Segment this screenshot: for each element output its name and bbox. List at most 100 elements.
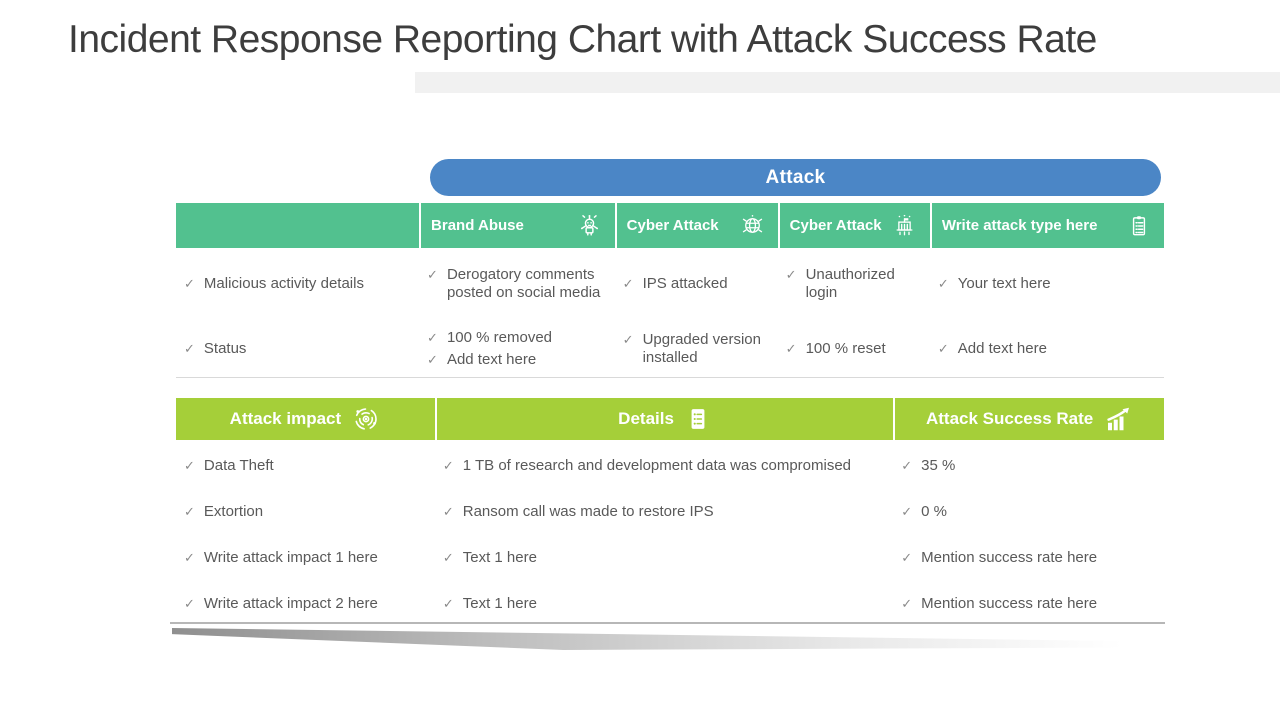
check-icon: ✓	[184, 595, 195, 611]
check-item: ✓ Mention success rate here	[901, 595, 1097, 613]
check-item: ✓ Your text here	[938, 275, 1158, 293]
check-item: ✓ Status	[184, 340, 413, 358]
cell-cyber2-status: ✓ 100 % reset	[778, 320, 930, 378]
check-icon: ✓	[901, 503, 913, 519]
item-text: Mention success rate here	[921, 548, 1098, 566]
check-icon: ✓	[184, 503, 195, 519]
cell-custom-status: ✓ Add text here	[930, 320, 1164, 378]
item-text: Add text here	[957, 339, 1047, 357]
table-row: ✓ Malicious activity details ✓ Derogator…	[176, 248, 1164, 320]
target-icon	[355, 408, 377, 430]
check-item: ✓ Data Theft	[184, 457, 274, 475]
check-item: ✓ 1 TB of research and development data …	[443, 457, 851, 475]
footer-shadow-swoosh	[172, 628, 1280, 650]
table-row: ✓ Write attack impact 2 here ✓ Text 1 he…	[176, 581, 1164, 627]
item-text: Add text here	[446, 350, 537, 368]
item-text: Extortion	[203, 502, 264, 520]
item-text: Mention success rate here	[921, 594, 1098, 612]
item-text: 100 % reset	[805, 339, 886, 357]
header-cell-write-attack-type: Write attack type here	[929, 203, 1164, 248]
check-item: ✓ Add text here	[938, 340, 1158, 358]
check-item: ✓ Add text here	[427, 351, 609, 369]
check-item: ✓ Write attack impact 1 here	[184, 549, 378, 567]
check-item: ✓ Extortion	[184, 503, 263, 521]
cell-detail: ✓ 1 TB of research and development data …	[435, 443, 893, 489]
cell-success-rate: ✓ 35 %	[893, 443, 1164, 489]
check-icon: ✓	[427, 351, 438, 367]
item-text: Derogatory comments posted on social med…	[446, 265, 601, 301]
cell-brand-abuse-detail: ✓ Derogatory comments posted on social m…	[419, 248, 615, 320]
header-label: Attack impact	[229, 409, 342, 428]
check-item: ✓ Mention success rate here	[901, 549, 1097, 567]
impact-table-body: ✓ Data Theft ✓ 1 TB of research and deve…	[176, 443, 1164, 627]
cell-success-rate: ✓ Mention success rate here	[893, 535, 1164, 581]
cell-brand-abuse-status: ✓ 100 % removed ✓ Add text here	[419, 320, 615, 378]
item-text: Write attack impact 2 here	[203, 594, 378, 612]
check-icon: ✓	[184, 340, 195, 356]
item-text: Your text here	[957, 274, 1051, 292]
cell-cyber1-detail: ✓ IPS attacked	[615, 248, 778, 320]
check-icon: ✓	[785, 340, 797, 356]
check-item: ✓ 0 %	[901, 503, 947, 521]
check-icon: ✓	[442, 595, 454, 611]
cell-cyber2-detail: ✓ Unauthorized login	[778, 248, 930, 320]
header-label: Attack Success Rate	[925, 409, 1094, 428]
item-text: Ransom call was made to restore IPS	[462, 502, 714, 520]
footer-divider	[170, 622, 1165, 624]
cell-impact: ✓ Write attack impact 1 here	[176, 535, 435, 581]
header-cell-brand-abuse: Brand Abuse	[419, 203, 615, 248]
check-icon: ✓	[937, 275, 949, 291]
check-icon: ✓	[901, 549, 913, 565]
check-icon: ✓	[427, 266, 438, 282]
check-icon: ✓	[442, 549, 454, 565]
item-text: 0 %	[921, 502, 948, 520]
list-icon	[691, 409, 705, 429]
header-label: Details	[618, 409, 674, 428]
check-icon: ✓	[937, 340, 949, 356]
check-icon: ✓	[427, 330, 438, 346]
check-icon: ✓	[785, 266, 797, 282]
cell-custom-detail: ✓ Your text here	[930, 248, 1164, 320]
check-icon: ✓	[901, 595, 913, 611]
cell-detail: ✓ Text 1 here	[435, 581, 893, 627]
item-text: Status	[203, 339, 247, 357]
check-icon: ✓	[901, 457, 913, 473]
header-cell-details: Details	[434, 398, 893, 440]
clipboard-icon	[1132, 215, 1146, 235]
header-label: Cyber Attack	[626, 217, 719, 234]
item-text: 100 % removed	[446, 329, 553, 347]
cell-success-rate: ✓ Mention success rate here	[893, 581, 1164, 627]
table-row: ✓ Data Theft ✓ 1 TB of research and deve…	[176, 443, 1164, 489]
table-row: ✓ Write attack impact 1 here ✓ Text 1 he…	[176, 535, 1164, 581]
item-text: Write attack impact 1 here	[203, 548, 378, 566]
attack-type-header-row: Brand Abuse Cyber Attack	[176, 203, 1164, 248]
section-divider	[176, 377, 1164, 378]
header-cell-attack-impact: Attack impact	[176, 398, 435, 440]
header-cell-cyber-attack-1: Cyber Attack	[614, 203, 778, 248]
check-item: ✓ Malicious activity details	[184, 275, 413, 293]
check-item: ✓ 100 % reset	[786, 340, 924, 358]
check-item: ✓ Derogatory comments posted on social m…	[427, 266, 609, 303]
item-text: IPS attacked	[642, 274, 728, 292]
item-text: 35 %	[921, 456, 956, 474]
item-text: Data Theft	[203, 456, 274, 474]
cell-malicious-activity: ✓ Malicious activity details	[176, 248, 419, 320]
item-text: Malicious activity details	[203, 274, 364, 292]
table-row: ✓ Extortion ✓ Ransom call was made to re…	[176, 489, 1164, 535]
impact-header-row: Attack impact Details	[176, 398, 1164, 440]
item-text: Text 1 here	[462, 594, 537, 612]
header-cell-attack-success-rate: Attack Success Rate	[893, 398, 1164, 440]
check-item: ✓ Write attack impact 2 here	[184, 595, 378, 613]
check-item: ✓ 35 %	[901, 457, 955, 475]
robot-icon	[580, 215, 598, 236]
cell-success-rate: ✓ 0 %	[893, 489, 1164, 535]
globe-bug-icon	[742, 215, 762, 233]
check-icon: ✓	[184, 275, 195, 291]
attack-type-table-body: ✓ Malicious activity details ✓ Derogator…	[176, 248, 1164, 378]
check-icon: ✓	[622, 275, 634, 291]
item-text: 1 TB of research and development data wa…	[462, 456, 852, 474]
check-item: ✓ Text 1 here	[443, 549, 537, 567]
cell-detail: ✓ Ransom call was made to restore IPS	[435, 489, 893, 535]
header-cell-empty	[176, 203, 419, 248]
title-accent-bar	[415, 72, 1280, 93]
